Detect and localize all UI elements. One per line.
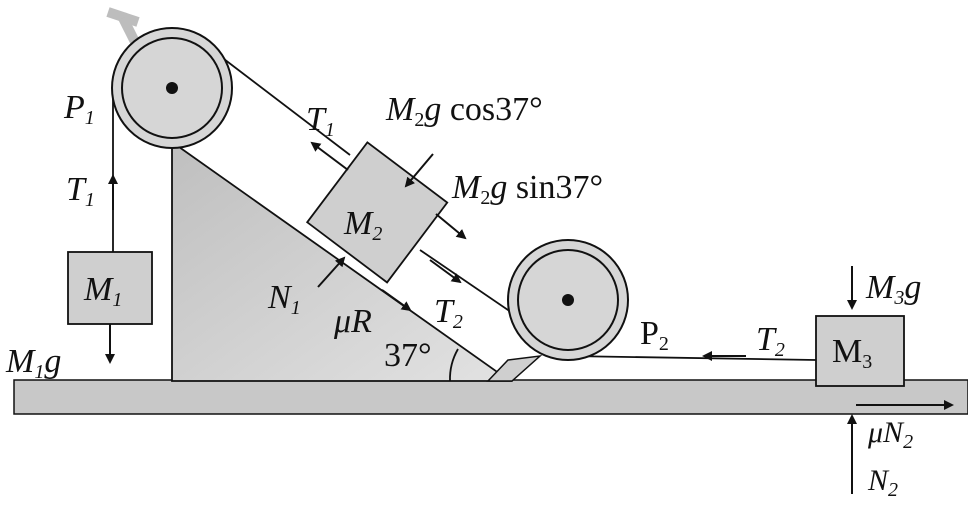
label-m2-cos: M2g cos37° xyxy=(385,91,543,131)
label-t2-slope: T2 xyxy=(434,293,463,333)
arrow-m2-cos xyxy=(404,153,434,188)
arrow-m2-sin xyxy=(435,213,467,240)
ground-surface xyxy=(13,379,968,415)
pulley-p1 xyxy=(111,27,233,149)
label-t1-slope: T1 xyxy=(306,101,335,141)
pulley-p2 xyxy=(507,239,629,361)
arrow-t2-slope xyxy=(429,259,462,284)
label-m2: M2 xyxy=(343,205,382,245)
label-m1: M1 xyxy=(83,271,122,311)
block-m1 xyxy=(67,251,153,325)
pulley-support xyxy=(486,354,543,382)
arrow-n1 xyxy=(317,256,346,288)
label-angle: 37° xyxy=(384,337,432,374)
block-m3 xyxy=(815,315,905,387)
arrow-mur xyxy=(381,289,412,312)
arrow-t1-slope xyxy=(310,141,349,171)
label-n1: N1 xyxy=(267,279,301,319)
label-n2: N2 xyxy=(867,464,898,501)
label-mun2: μN2 xyxy=(867,416,913,453)
label-t1-left: T1 xyxy=(66,171,95,211)
label-p1: P1 xyxy=(63,89,95,129)
label-t2-floor: T2 xyxy=(756,321,785,361)
label-m1g: M1g xyxy=(5,343,61,383)
label-m2-sin: M2g sin37° xyxy=(451,169,603,209)
label-m3g: M3g xyxy=(865,269,921,309)
label-m3: M3 xyxy=(832,333,872,373)
label-mur: μR xyxy=(333,303,372,340)
string-floor xyxy=(567,355,817,361)
label-p2: P2 xyxy=(640,315,669,355)
angle-arc xyxy=(449,348,459,382)
string-slope-upper xyxy=(219,55,351,156)
